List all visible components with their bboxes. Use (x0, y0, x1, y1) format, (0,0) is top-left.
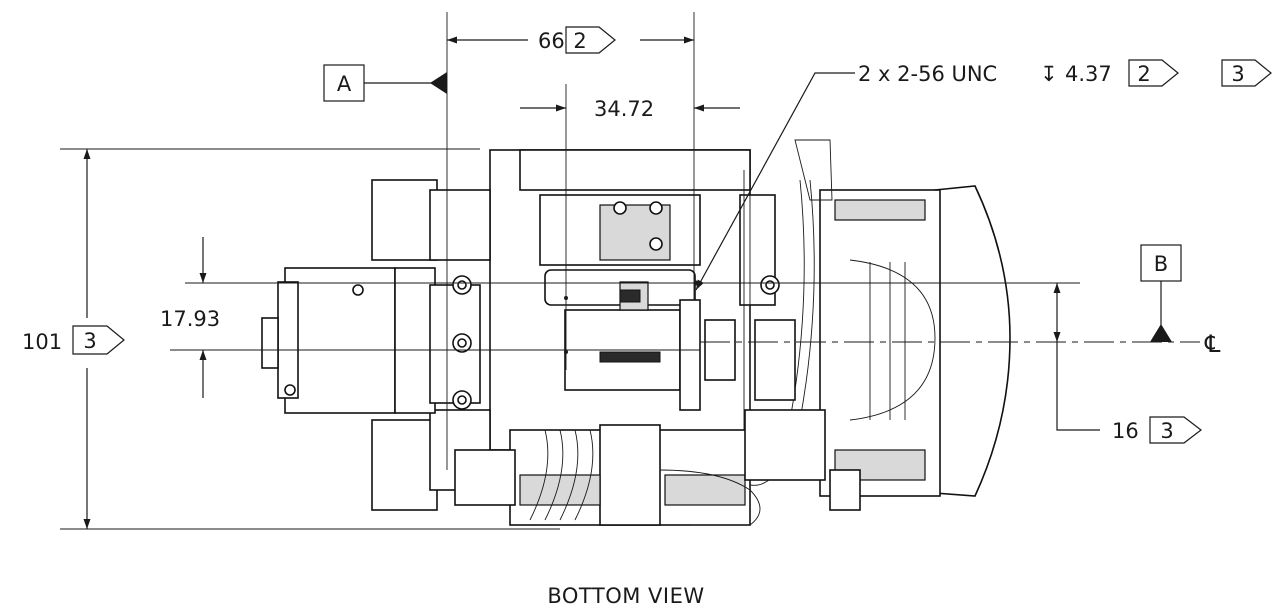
thread-note-1: 2 (1137, 62, 1150, 86)
front-lens-housing (934, 185, 1011, 497)
left-motor-top (371, 179, 438, 261)
dim-16-note-flag (1149, 416, 1202, 444)
datum-a-box (323, 64, 365, 102)
view-caption: BOTTOM VIEW (547, 584, 704, 608)
dim-34-72-value: 34.72 (594, 97, 654, 121)
thread-callout-text: 2 x 2-56 UNC (858, 62, 997, 86)
dim-66-value: 66 (538, 29, 565, 53)
datum-a-label: A (337, 72, 352, 96)
datum-b-box (1140, 244, 1182, 282)
datum-b-label: B (1154, 252, 1168, 276)
dim-101-note-flag (72, 325, 125, 355)
dim-101-value: 101 (22, 330, 62, 354)
left-motor-bottom (371, 419, 438, 511)
left-block (284, 267, 396, 414)
centerline-symbol: ℄ (1204, 330, 1221, 358)
dim-16-note: 3 (1160, 419, 1173, 443)
part-drawing (261, 139, 1011, 526)
lens-barrel (819, 189, 941, 497)
dim-16-value: 16 (1112, 419, 1139, 443)
dim-101-note: 3 (83, 329, 96, 353)
thread-note-flag-1 (1128, 59, 1179, 87)
dim-66-note: 2 (573, 29, 586, 53)
dimensions (60, 12, 1200, 530)
dim-17-93-value: 17.93 (160, 307, 220, 331)
thread-note-flag-2 (1221, 59, 1272, 87)
thread-note-2: 3 (1231, 62, 1244, 86)
thread-depth-value: 4.37 (1065, 62, 1112, 86)
thread-depth-symbol: ↧ (1040, 62, 1058, 86)
dim-66-note-flag (565, 26, 616, 54)
